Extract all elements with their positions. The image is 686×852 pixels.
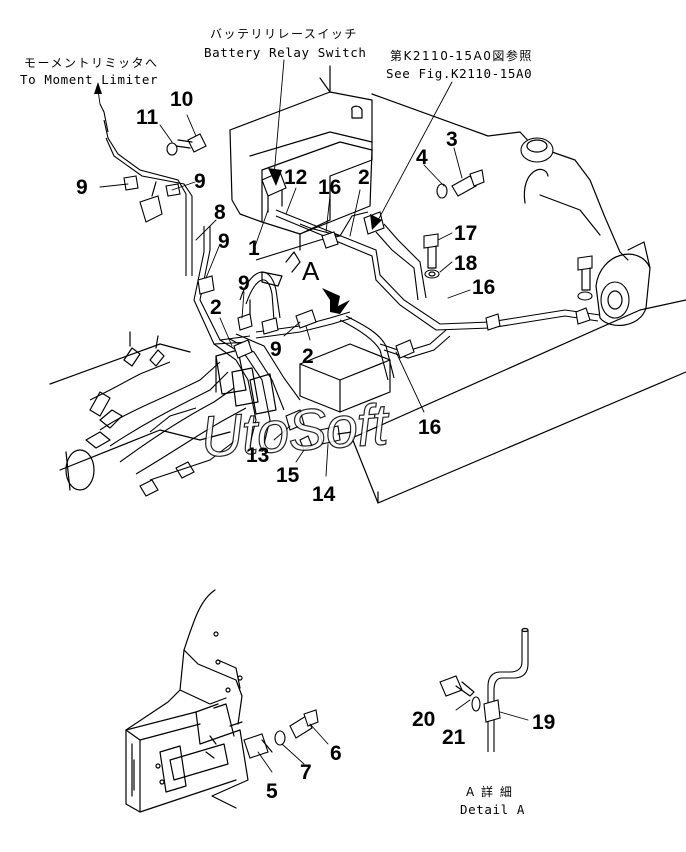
annotation-text: モーメントリミッタへ To Moment Limiter バッテリリレースイッチ… <box>20 27 533 817</box>
callout-9: 9 <box>76 176 88 199</box>
callout-2: 2 <box>358 166 370 189</box>
callout-16: 16 <box>318 176 341 199</box>
callout-17: 17 <box>454 222 477 245</box>
callout-5: 5 <box>266 780 278 803</box>
callout-9: 9 <box>238 272 250 295</box>
callout-1: 1 <box>248 237 260 260</box>
callout-21: 21 <box>442 726 466 749</box>
view-letter-a: A <box>302 256 320 286</box>
callout-9: 9 <box>194 170 206 193</box>
callout-15: 15 <box>276 464 300 487</box>
callout-18: 18 <box>454 252 478 275</box>
see-fig-jp: 第K2110-15A0図参照 <box>390 48 533 63</box>
callout-13: 13 <box>246 444 269 467</box>
callout-2: 2 <box>302 345 314 368</box>
callout-6: 6 <box>330 742 342 765</box>
detail-a-jp: A 詳 細 <box>466 784 513 799</box>
callout-20: 20 <box>412 708 435 731</box>
moment-limiter-jp: モーメントリミッタへ <box>24 56 159 70</box>
leader-lines <box>94 59 471 477</box>
callout-2: 2 <box>210 296 222 319</box>
detail-a-view <box>439 627 529 752</box>
lower-left-bracket-view <box>125 589 329 813</box>
moment-limiter-en: To Moment Limiter <box>20 72 158 87</box>
see-fig-en: See Fig.K2110-15A0 <box>386 66 532 81</box>
callout-4: 4 <box>416 146 428 169</box>
callout-16: 16 <box>472 276 495 299</box>
callout-9: 9 <box>270 338 282 361</box>
callout-19: 19 <box>532 711 555 734</box>
battery-relay-en: Battery Relay Switch <box>204 45 367 60</box>
watermark-text: UtoSoft <box>199 392 393 470</box>
callout-7: 7 <box>300 761 312 784</box>
callouts: 10 11 9 9 8 9 1 12 16 2 4 3 17 18 16 9 2… <box>76 88 555 803</box>
battery-relay-jp: バッテリリレースイッチ <box>210 27 358 41</box>
callout-12: 12 <box>284 166 307 189</box>
callout-14: 14 <box>312 483 336 506</box>
callout-3: 3 <box>446 128 458 151</box>
callout-11: 11 <box>136 106 159 129</box>
callout-8: 8 <box>214 201 226 224</box>
callout-10: 10 <box>170 88 193 111</box>
callout-9: 9 <box>218 230 230 253</box>
detail-a-en: Detail A <box>460 802 525 817</box>
callout-16: 16 <box>418 416 441 439</box>
